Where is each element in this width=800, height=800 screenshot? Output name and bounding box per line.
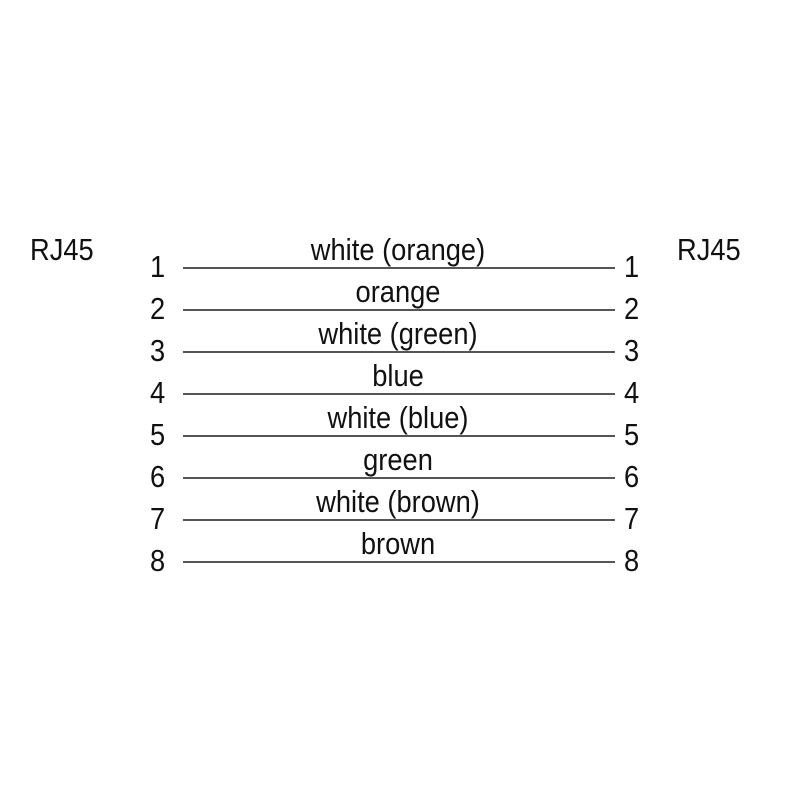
left-pin-number: 7 xyxy=(150,501,166,536)
right-connector-label: RJ45 xyxy=(677,232,741,267)
wire-line xyxy=(183,393,615,395)
wire-row: 8 brown 8 xyxy=(0,528,800,603)
wire-line xyxy=(183,561,615,563)
left-pin-number: 8 xyxy=(150,543,166,578)
wire-color-label: white (blue) xyxy=(327,400,469,435)
right-pin-number: 1 xyxy=(624,249,640,284)
left-connector-label: RJ45 xyxy=(30,232,94,267)
right-pin-number: 3 xyxy=(624,333,640,368)
wire-line xyxy=(183,351,615,353)
right-pin-number: 5 xyxy=(624,417,640,452)
wire-color-label: white (brown) xyxy=(316,484,480,519)
right-pin-number: 6 xyxy=(624,459,640,494)
left-pin-number: 4 xyxy=(150,375,166,410)
wire-color-label: orange xyxy=(355,274,441,309)
wire-row: 6 green 6 xyxy=(0,444,800,519)
wire-row: 4 blue 4 xyxy=(0,360,800,435)
right-pin-number: 7 xyxy=(624,501,640,536)
wire-row: 3 white (green) 3 xyxy=(0,318,800,393)
left-pin-number: 2 xyxy=(150,291,166,326)
wire-color-label: blue xyxy=(372,358,424,393)
wire-row: 1 white (orange) 1 xyxy=(0,234,800,309)
wire-line xyxy=(183,435,615,437)
wire-color-label: white (orange) xyxy=(310,232,486,267)
wire-row: 7 white (brown) 7 xyxy=(0,486,800,561)
wire-line xyxy=(183,477,615,479)
wire-color-label: green xyxy=(363,442,433,477)
left-pin-number: 3 xyxy=(150,333,166,368)
right-pin-number: 8 xyxy=(624,543,640,578)
left-pin-number: 1 xyxy=(150,249,166,284)
left-pin-number: 6 xyxy=(150,459,166,494)
wire-line xyxy=(183,267,615,269)
wire-color-label: brown xyxy=(360,526,436,561)
left-pin-number: 5 xyxy=(150,417,166,452)
wire-row: 2 orange 2 xyxy=(0,276,800,351)
wire-color-label: white (green) xyxy=(318,316,478,351)
wire-line xyxy=(183,519,615,521)
right-pin-number: 2 xyxy=(624,291,640,326)
right-pin-number: 4 xyxy=(624,375,640,410)
wire-row: 5 white (blue) 5 xyxy=(0,402,800,477)
wire-line xyxy=(183,309,615,311)
